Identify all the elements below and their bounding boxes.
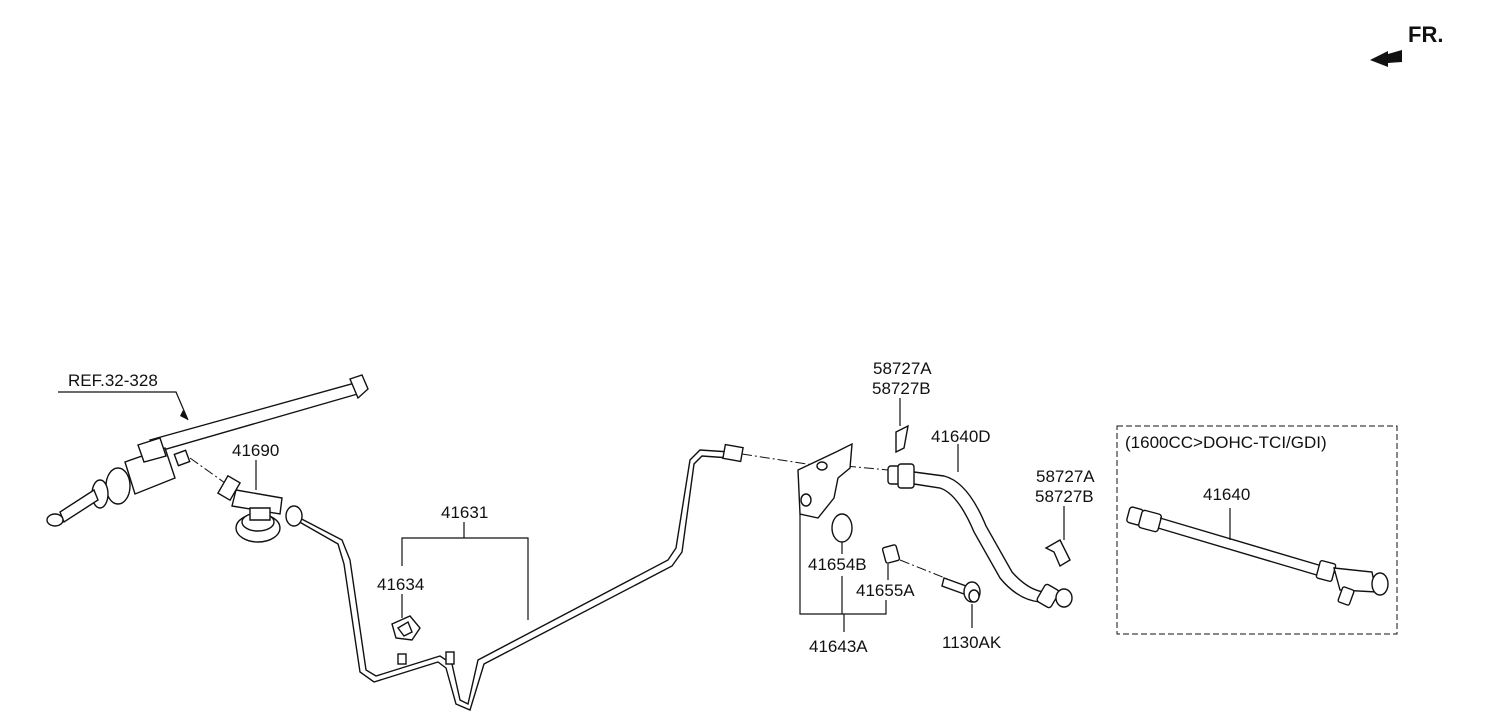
part-41654B-bushing: 41654B — [808, 513, 867, 574]
part-1130AK-bolt: 1130AK — [941, 577, 1002, 652]
part-41631-pipe: 41631 — [285, 443, 744, 711]
label-41643A: 41643A — [809, 637, 868, 656]
label-41631: 41631 — [441, 503, 488, 522]
front-direction-indicator: FR. — [1370, 22, 1443, 67]
part-41634-clip: 41634 — [377, 575, 424, 641]
front-label: FR. — [1408, 22, 1443, 47]
variant-caption: (1600CC>DOHC-TCI/GDI) — [1125, 433, 1327, 452]
bracket — [797, 442, 853, 519]
label-41690: 41690 — [232, 441, 279, 460]
label-1130AK: 1130AK — [942, 633, 1002, 652]
label-58727B-right: 58727B — [1035, 487, 1094, 506]
label-41640D: 41640D — [931, 427, 991, 446]
part-58727-right-clip: 58727A 58727B — [1035, 467, 1095, 568]
label-41634: 41634 — [377, 575, 424, 594]
label-41640: 41640 — [1203, 485, 1250, 504]
part-58727-top-clip: 58727A 58727B — [872, 359, 932, 454]
part-41655A-sleeve: 41655A — [856, 544, 951, 600]
clutch-release-assembly — [46, 374, 369, 527]
label-58727A-top: 58727A — [873, 359, 932, 378]
part-41640D-hose: 41640D — [887, 427, 1073, 609]
part-41690: 41690 — [189, 441, 283, 543]
front-arrow-icon — [1370, 50, 1402, 67]
reference-label: REF.32-328 — [68, 371, 158, 390]
reference-callout: REF.32-328 — [58, 371, 189, 421]
label-58727B-top: 58727B — [872, 379, 931, 398]
label-41654B: 41654B — [808, 555, 867, 574]
label-41655A: 41655A — [856, 581, 915, 600]
label-58727A-right: 58727A — [1036, 467, 1095, 486]
variant-box: (1600CC>DOHC-TCI/GDI) 41640 — [1116, 425, 1398, 635]
part-41643A-group: 41643A — [799, 514, 887, 656]
